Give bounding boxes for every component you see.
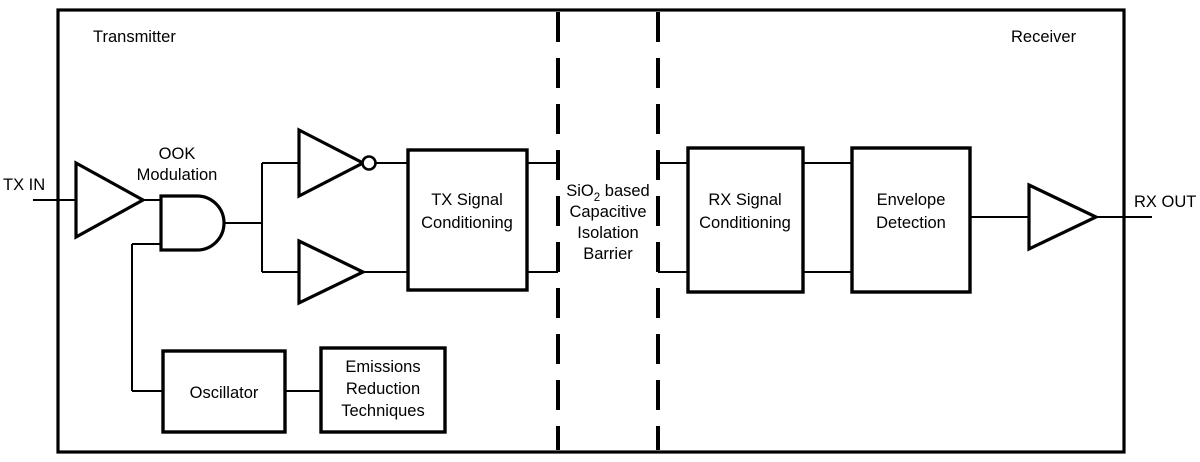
inverter-icon bbox=[297, 127, 367, 199]
tx-signal-conditioning-label-line2: Conditioning bbox=[421, 214, 513, 232]
transmitter-section-label: Transmitter bbox=[93, 28, 176, 46]
barrier-text-line2: Capacitive bbox=[569, 203, 646, 221]
isolation-barrier-label: SiO2 based Capacitive Isolation Barrier bbox=[566, 182, 649, 263]
envelope-detection-block bbox=[850, 146, 972, 294]
inverter-bubble-icon bbox=[361, 155, 377, 171]
emissions-reduction-label-line3: Techniques bbox=[341, 402, 424, 420]
svg-text:SiO2 based: SiO2 based bbox=[566, 182, 649, 204]
lower-buffer-icon bbox=[297, 238, 367, 306]
emissions-reduction-block bbox=[319, 346, 447, 434]
barrier-text-line3: Isolation bbox=[577, 224, 638, 242]
tx-signal-conditioning-label-line1: TX Signal bbox=[431, 191, 503, 209]
receiver-section-label: Receiver bbox=[1011, 28, 1077, 46]
barrier-text-line4: Barrier bbox=[583, 245, 633, 263]
rx-output-buffer-icon bbox=[1027, 182, 1100, 252]
tx-input-buffer-icon bbox=[74, 160, 147, 240]
barrier-text-sio: SiO bbox=[566, 182, 594, 200]
emissions-reduction-label-line1: Emissions bbox=[345, 358, 420, 376]
envelope-detection-label-line2: Detection bbox=[876, 214, 946, 232]
and-gate-icon bbox=[159, 194, 226, 252]
barrier-text-subscript: 2 bbox=[594, 192, 600, 204]
device-outline bbox=[56, 8, 1126, 454]
rx-signal-conditioning-block bbox=[686, 146, 805, 294]
envelope-detection-label-line1: Envelope bbox=[877, 191, 946, 209]
rx-signal-conditioning-label-line1: RX Signal bbox=[708, 191, 781, 209]
barrier-text-based: based bbox=[600, 182, 650, 200]
oscillator-label: Oscillator bbox=[190, 384, 259, 402]
tx-signal-conditioning-block bbox=[406, 148, 529, 292]
rx-signal-conditioning-label-line2: Conditioning bbox=[699, 214, 791, 232]
emissions-reduction-label-line2: Reduction bbox=[346, 380, 420, 398]
rx-out-label: RX OUT bbox=[1134, 193, 1196, 211]
ook-modulation-label-line2: Modulation bbox=[137, 166, 218, 184]
ook-modulation-label-line1: OOK bbox=[159, 145, 196, 163]
tx-in-label: TX IN bbox=[3, 176, 45, 194]
